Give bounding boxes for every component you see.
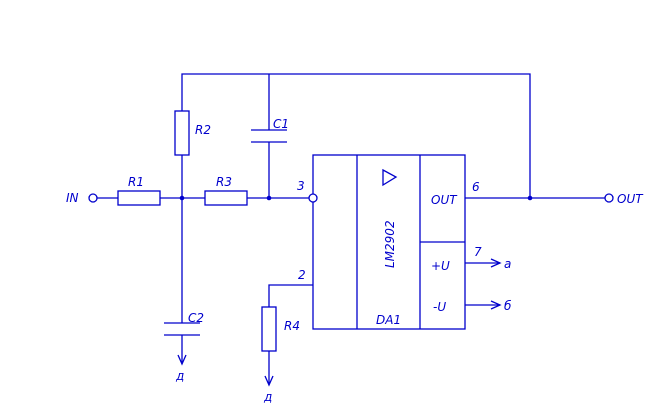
vminus-arrow [490,300,502,310]
chip-pos-supply-label: +U [431,259,450,273]
resistor-r1 [117,190,161,206]
resistor-r2 [174,110,190,156]
capacitor-c1 [251,129,287,143]
pin-2-wire [268,284,313,307]
vminus-net-label: б [504,299,512,313]
pin-2-label: 2 [298,268,306,282]
capacitor-c2-label: C2 [188,311,204,325]
resistor-r4 [261,306,277,352]
opamp-triangle-icon [382,168,398,187]
input-inversion-bubble [308,193,318,203]
resistor-r3 [204,190,248,206]
input-terminal [88,193,98,203]
chip-divider [356,155,465,329]
resistor-r1-label: R1 [128,175,144,189]
junction-dot [527,195,533,201]
pin-3-label: 3 [297,179,305,193]
output-terminal [604,193,614,203]
chip-ref-label: DA1 [376,313,401,327]
c2-ground-arrow [177,354,187,366]
chip-part-label: LM2902 [383,220,397,268]
pin-6-label: 6 [472,180,480,194]
resistor-r2-label: R2 [195,123,211,137]
r4-ground-label: д [263,390,272,404]
resistor-r3-label: R3 [216,175,232,189]
vplus-net-label: а [504,257,511,271]
feedback-wire [181,73,531,198]
r4-ground-arrow [264,375,274,387]
capacitor-c1-label: C1 [273,117,289,131]
input-label: IN [66,191,79,205]
pin-7-label: 7 [474,245,482,259]
c2-ground-label: д [175,369,184,383]
chip-out-pin-label: OUT [431,193,458,207]
output-label: OUT [617,192,644,206]
vplus-arrow [490,258,502,268]
chip-neg-supply-label: -U [433,300,446,314]
resistor-r4-label: R4 [284,319,300,333]
